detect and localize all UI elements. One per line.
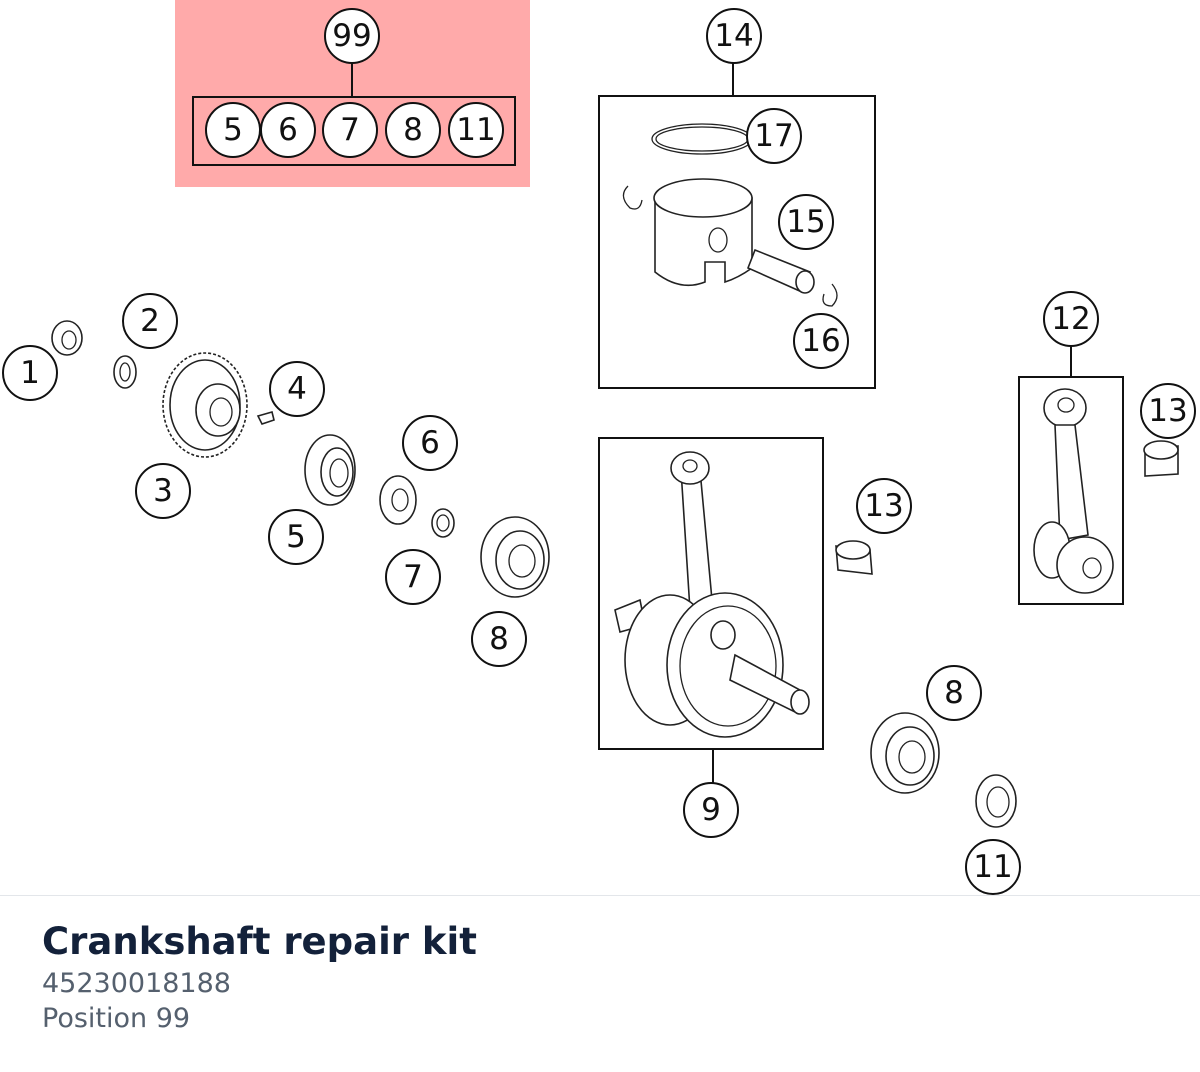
callout-kit-parent[interactable]: 99 (324, 8, 380, 64)
part-ball-bearing (870, 712, 940, 794)
callout-3[interactable]: 3 (135, 463, 191, 519)
crankshaft-box (598, 437, 824, 750)
part-circlip (822, 283, 838, 307)
kit-part-number: 45230018188 (42, 968, 231, 999)
part-piston-pin (746, 248, 815, 294)
part-circlip (622, 185, 643, 210)
part-piston-ring (651, 123, 753, 155)
svg-text:3: 3 (153, 473, 173, 509)
callout-17[interactable]: 17 (746, 108, 802, 164)
part-crankshaft (614, 451, 810, 738)
callout-16[interactable]: 16 (793, 313, 849, 369)
callout-6[interactable]: 6 (402, 415, 458, 471)
svg-text:5: 5 (223, 112, 243, 148)
svg-text:2: 2 (140, 303, 160, 339)
callout-14[interactable]: 14 (706, 8, 762, 64)
exploded-parts-diagram: 99 5 6 7 8 11 (2, 0, 1196, 895)
callout-15[interactable]: 15 (778, 194, 834, 250)
part-washer (379, 475, 417, 525)
svg-text:16: 16 (801, 323, 840, 359)
part-shaft-seal (975, 774, 1017, 828)
callout-8[interactable]: 8 (471, 611, 527, 667)
svg-text:13: 13 (1148, 393, 1187, 429)
svg-text:7: 7 (340, 112, 360, 148)
callout-11[interactable]: 11 (965, 839, 1021, 895)
callout-9[interactable]: 9 (683, 782, 739, 838)
part-gear (162, 352, 248, 458)
svg-text:8: 8 (403, 112, 423, 148)
part-needle-bearing (835, 540, 873, 575)
svg-text:7: 7 (403, 559, 423, 595)
svg-text:14: 14 (714, 18, 753, 54)
divider (0, 895, 1200, 896)
part-key (256, 411, 275, 425)
piston-kit-box (598, 95, 876, 389)
part-shaft-seal (304, 434, 356, 506)
callout-kit-member[interactable]: 11 (448, 102, 504, 158)
svg-text:12: 12 (1051, 301, 1090, 337)
callout-5[interactable]: 5 (268, 509, 324, 565)
callout-13[interactable]: 13 (1140, 383, 1196, 439)
kit-member-group-box (192, 96, 516, 166)
callout-2[interactable]: 2 (122, 293, 178, 349)
svg-text:17: 17 (754, 118, 793, 154)
kit-position: Position 99 (42, 1003, 191, 1034)
svg-text:4: 4 (287, 371, 307, 407)
svg-text:6: 6 (278, 112, 298, 148)
part-needle-bearing (1143, 440, 1179, 477)
svg-text:13: 13 (864, 488, 903, 524)
callout-kit-member[interactable]: 8 (385, 102, 441, 158)
svg-text:8: 8 (489, 621, 509, 657)
callout-kit-member[interactable]: 7 (322, 102, 378, 158)
callout-4[interactable]: 4 (269, 361, 325, 417)
part-piston (653, 178, 753, 287)
callout-kit-member[interactable]: 5 (205, 102, 261, 158)
part-lock-washer (113, 355, 137, 389)
svg-text:6: 6 (420, 425, 440, 461)
svg-text:5: 5 (286, 519, 306, 555)
svg-text:11: 11 (973, 849, 1012, 885)
kit-info: Crankshaft repair kit 45230018188 Positi… (42, 918, 477, 1036)
svg-text:9: 9 (701, 792, 721, 828)
part-ball-bearing (480, 516, 550, 598)
part-connecting-rod (1033, 388, 1114, 594)
svg-text:11: 11 (456, 112, 495, 148)
callout-kit-member[interactable]: 6 (260, 102, 316, 158)
callout-13[interactable]: 13 (856, 478, 912, 534)
callout-8[interactable]: 8 (926, 665, 982, 721)
svg-text:99: 99 (332, 18, 371, 54)
callout-12[interactable]: 12 (1043, 291, 1099, 347)
kit-title: Crankshaft repair kit (42, 920, 477, 963)
svg-text:8: 8 (944, 675, 964, 711)
callout-7[interactable]: 7 (385, 549, 441, 605)
svg-text:15: 15 (786, 204, 825, 240)
part-nut (51, 320, 83, 356)
callout-1[interactable]: 1 (2, 345, 58, 401)
part-small-washer (431, 508, 455, 538)
svg-text:1: 1 (20, 355, 40, 391)
